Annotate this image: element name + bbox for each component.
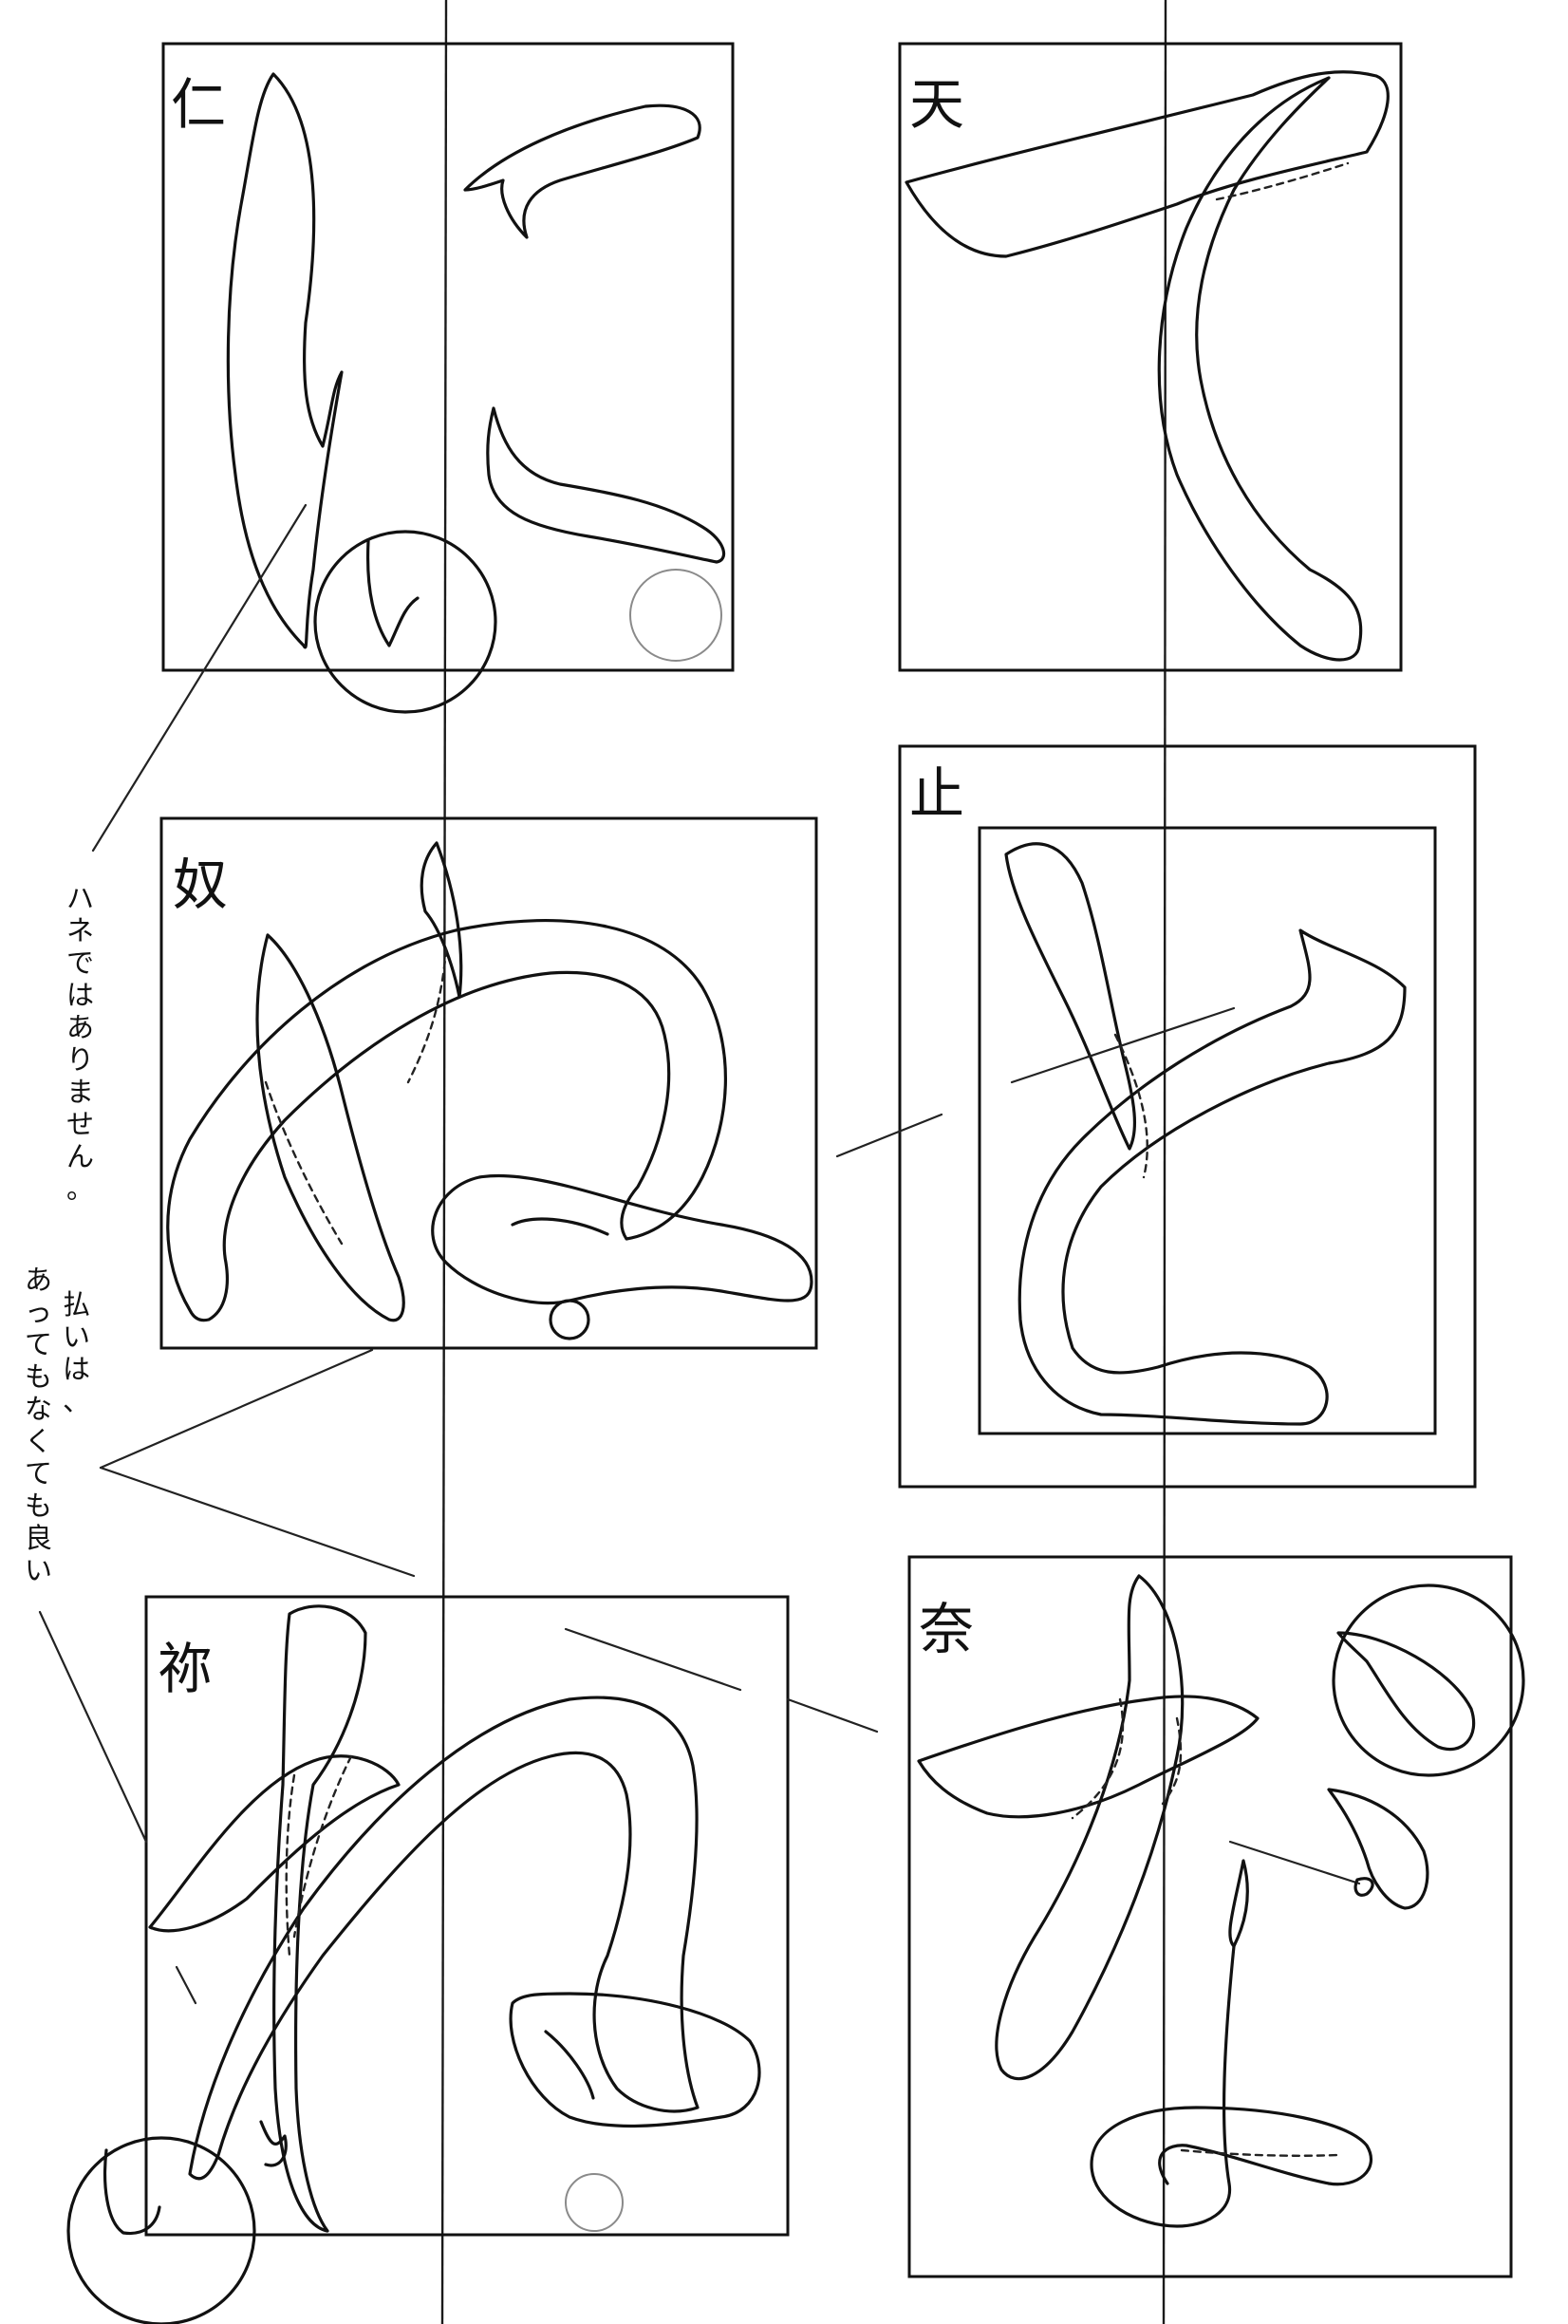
svg-text:は: は bbox=[63, 1353, 90, 1385]
svg-text:で: で bbox=[66, 946, 94, 979]
panel-ni: 仁 bbox=[161, 42, 735, 714]
panel-na-kanji: 奈 bbox=[919, 1597, 974, 1661]
panel-to-frame bbox=[898, 744, 1477, 1489]
svg-text:も: も bbox=[25, 1360, 52, 1393]
svg-text:は: は bbox=[66, 979, 94, 1011]
svg-text:な: な bbox=[25, 1393, 52, 1425]
right-column-guide bbox=[1162, 0, 1167, 2324]
panel-to: 止 bbox=[898, 744, 1477, 1489]
panel-ni-frame bbox=[161, 42, 735, 672]
panel-ni-kanji: 仁 bbox=[171, 72, 226, 137]
panel-na: 奈 bbox=[907, 1555, 1525, 2278]
panel-to-kanji: 止 bbox=[909, 761, 964, 826]
svg-text:良: 良 bbox=[25, 1522, 52, 1554]
panel-ne: 祢 bbox=[66, 1595, 790, 2324]
svg-text:ハ: ハ bbox=[66, 882, 94, 914]
panel-ne-kanji: 祢 bbox=[158, 1637, 213, 1701]
annotation-leaders bbox=[38, 503, 943, 1844]
svg-text:て: て bbox=[25, 1457, 52, 1490]
panel-te-frame bbox=[898, 42, 1403, 672]
note-hane: ハ ネ で は あ り ま せ ん 。 bbox=[66, 882, 94, 1205]
svg-text:も: も bbox=[25, 1490, 52, 1522]
panel-te-kanji: 天 bbox=[909, 72, 964, 137]
panel-na-circle bbox=[1332, 1584, 1525, 1777]
panel-te: 天 bbox=[898, 42, 1403, 672]
svg-text:せ: せ bbox=[66, 1108, 94, 1140]
hiragana-te-strokes bbox=[905, 70, 1390, 662]
panel-ne-circle bbox=[66, 2136, 256, 2324]
svg-text:あ: あ bbox=[66, 1011, 94, 1043]
svg-text:ま: ま bbox=[66, 1076, 94, 1108]
panel-ne-frame bbox=[144, 1595, 790, 2237]
panel-na-frame bbox=[907, 1555, 1513, 2278]
svg-text:払: 払 bbox=[63, 1288, 90, 1321]
svg-text:て: て bbox=[25, 1328, 52, 1360]
svg-text:く: く bbox=[25, 1425, 52, 1457]
hiragana-nu-strokes bbox=[166, 841, 813, 1340]
panel-ni-circle bbox=[313, 530, 497, 714]
note-harai: 払 い は 、 あ っ て も な く て も 良 い bbox=[25, 1264, 90, 1586]
svg-text:、: 、 bbox=[63, 1385, 90, 1417]
panel-ne-end-marker bbox=[565, 2173, 624, 2232]
panel-nu-frame bbox=[159, 816, 818, 1350]
left-column-guide bbox=[440, 0, 448, 2324]
panel-nu: 奴 bbox=[159, 816, 818, 1350]
svg-text:っ: っ bbox=[25, 1296, 52, 1328]
hiragana-to-strokes bbox=[1004, 842, 1407, 1426]
panel-ni-end-marker bbox=[629, 569, 722, 662]
svg-text:ん: ん bbox=[66, 1140, 94, 1172]
svg-text:あ: あ bbox=[25, 1264, 52, 1296]
svg-text:い: い bbox=[25, 1554, 52, 1586]
svg-text:ネ: ネ bbox=[66, 914, 94, 946]
panel-to-inner-frame bbox=[978, 826, 1437, 1435]
panel-nu-kanji: 奴 bbox=[173, 853, 228, 917]
svg-text:い: い bbox=[63, 1321, 90, 1353]
svg-text:。: 。 bbox=[66, 1172, 94, 1205]
hiragana-ni-strokes bbox=[226, 72, 726, 714]
hiragana-ne-strokes bbox=[66, 1604, 761, 2324]
svg-text:り: り bbox=[66, 1043, 94, 1076]
panel-nu-end-marker bbox=[549, 1299, 590, 1340]
hiragana-na-strokes bbox=[917, 1574, 1525, 2228]
